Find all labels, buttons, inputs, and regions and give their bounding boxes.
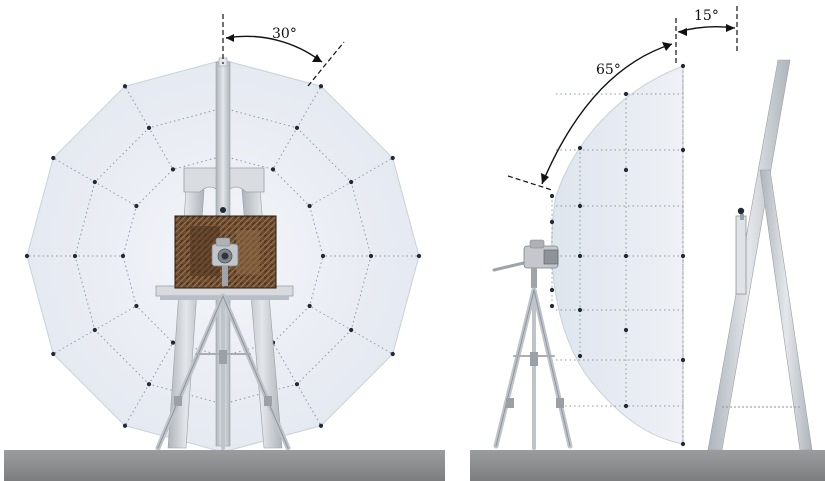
side-dome-node [680,63,686,69]
side-floor [470,450,825,481]
front-dome-node [307,303,312,309]
front-grid-spoke [124,340,175,426]
front-dome-node [146,382,152,387]
front-dome-node [318,423,324,428]
side-angle-annotation-15: 15° [675,6,738,64]
front-camera [211,237,239,286]
front-grid-spoke [124,86,175,172]
side-dome-node [577,353,583,359]
front-dome-node [294,382,300,387]
side-dome-node [623,167,629,173]
front-grid-spoke [271,340,322,426]
front-dome-node [318,84,324,89]
front-dome-node [120,253,126,259]
side-dome-node [680,441,686,447]
side-angle-annotation-65: 65° [507,42,673,191]
side-dome-node [680,357,686,363]
front-dome-node [51,351,56,357]
front-grid-spoke [307,304,393,355]
front-floor [4,450,445,481]
front-grid-spoke [271,86,322,172]
side-dome-node [549,193,555,199]
side-dome-node [577,307,583,313]
side-dome-node [623,253,629,259]
side-dome-node [680,147,686,153]
side-tripod [493,287,573,450]
front-dome-node [92,179,97,185]
angle-label-15: 15° [694,8,719,24]
front-dome-node [307,203,312,209]
front-dome-node [349,179,354,185]
front-dome-node [146,125,152,130]
angle-label-65: 65° [596,62,621,78]
front-grid-spoke [53,157,139,208]
front-dome-node [134,303,139,309]
side-dome-node [549,219,555,225]
side-dome-node [577,203,583,209]
angle-label-30: 30° [272,26,297,42]
front-dome-node [390,351,395,357]
side-camera [492,239,559,288]
front-dome-node [122,423,128,428]
front-dome-node [349,327,354,333]
front-dome-node [51,155,56,161]
front-dome-node [24,253,30,259]
front-angle-annotation: 30° [222,14,345,87]
side-dome-node [577,253,583,259]
side-dome-node [549,287,555,293]
side-easel [707,59,813,451]
front-dome-node [122,84,128,89]
front-tripod [155,293,291,451]
front-view: 30° [4,14,445,481]
front-grid-spoke [53,304,139,355]
front-dome-node [294,125,300,130]
front-dome-node [134,203,139,209]
side-dome-node [623,91,629,97]
front-dome-node [320,253,326,259]
front-grid-spoke [307,157,393,208]
side-dome-node [577,145,583,151]
side-dome-node [549,303,555,309]
side-dome-node [680,253,686,259]
side-dome-node [623,327,629,333]
front-dome-node [92,327,97,333]
front-dome-node [368,253,374,259]
front-dome-node [416,253,422,259]
side-dome [551,65,684,445]
front-dome-node [72,253,78,259]
side-view: 15° 65° [470,6,825,481]
front-dome-node [170,340,176,345]
front-dome-node [390,155,395,161]
side-dome-grid [551,66,684,444]
side-dome-node [623,403,629,409]
front-dome-node [270,167,276,172]
front-dome-node [170,167,176,172]
